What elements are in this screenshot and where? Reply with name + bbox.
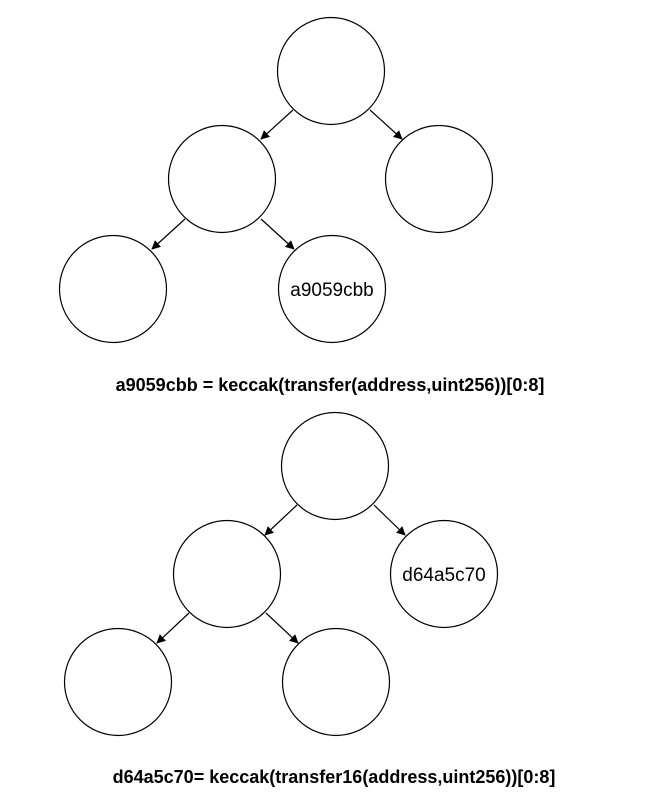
tree-2-caption: d64a5c70= keccak(transfer16(address,uint… — [113, 767, 556, 787]
tree-2-node-right-label: d64a5c70 — [402, 565, 485, 586]
edge-root-to-left — [260, 109, 294, 140]
edge-left-to-left-left — [151, 218, 186, 250]
tree-2: d64a5c70 d64a5c70= keccak(transfer16(add… — [63, 411, 556, 787]
tree-1-edges — [151, 109, 403, 250]
tree-1-caption: a9059cbb = keccak(transfer(address,uint2… — [116, 375, 545, 395]
edge-left-to-left-left — [156, 612, 190, 644]
edge-root-to-right — [373, 504, 406, 536]
tree-2-node-left — [172, 519, 282, 629]
tree-1-node-root — [276, 16, 386, 126]
tree-1-node-right — [384, 124, 494, 234]
edge-left-to-left-right — [265, 612, 299, 644]
tree-1-node-left — [167, 124, 277, 234]
edge-root-to-left — [264, 504, 298, 536]
tree-1-node-left-right: a9059cbb — [277, 234, 387, 344]
tree-2-node-right: d64a5c70 — [389, 519, 499, 629]
tree-1: a9059cbb a9059cbb = keccak(transfer(addr… — [58, 16, 545, 395]
tree-1-node-left-right-label: a9059cbb — [290, 280, 373, 301]
tree-2-node-left-right — [281, 627, 391, 737]
edge-left-to-left-right — [260, 218, 295, 250]
tree-2-node-left-left — [63, 627, 173, 737]
tree-2-node-root — [280, 411, 390, 521]
edge-root-to-right — [369, 109, 403, 140]
tree-2-edges — [156, 504, 406, 644]
tree-1-node-left-left — [58, 234, 168, 344]
